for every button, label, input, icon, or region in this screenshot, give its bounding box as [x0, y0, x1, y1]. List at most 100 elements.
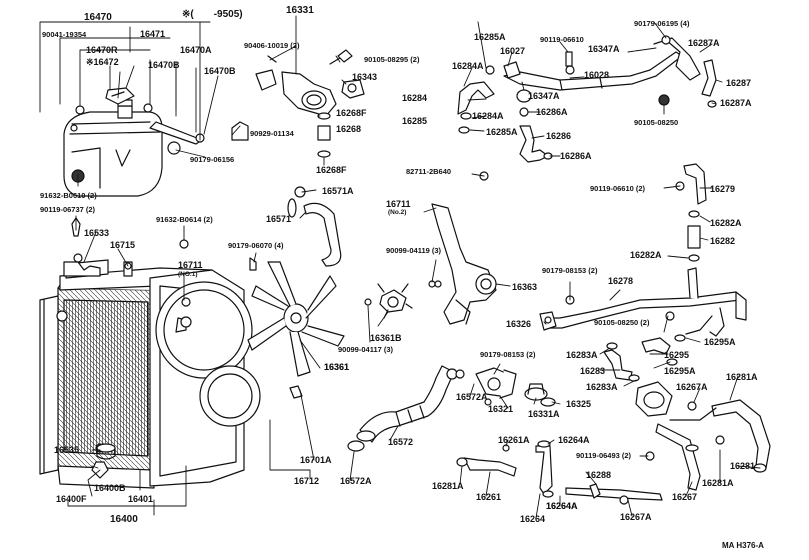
- part-number-label: 16287A: [688, 38, 720, 48]
- part-number-label: 16279: [710, 184, 735, 194]
- part-number-label: 91632-B0614 (2): [156, 215, 213, 224]
- heater-hoses-16281-16267: [655, 399, 771, 491]
- part-number-label: 16361B: [370, 333, 402, 343]
- part-number-label: 16711: [386, 199, 411, 209]
- part-number-label: 16284: [402, 93, 427, 103]
- part-number-label: 16295: [664, 350, 689, 360]
- doc-code-label: MA H376-A: [722, 541, 764, 550]
- part-number-label: 16712: [294, 476, 319, 486]
- part-number-label: 16282A: [630, 250, 662, 260]
- part-number-label: 16283: [580, 366, 605, 376]
- fan-clutch: [377, 283, 413, 319]
- part-number-label: 90099-04119 (3): [386, 246, 442, 255]
- part-number-label: 90179-06156: [190, 155, 234, 164]
- bypass-pipe: [503, 35, 717, 108]
- part-number-label: 16347A: [588, 44, 620, 54]
- part-number-label: 16287: [726, 78, 751, 88]
- part-number-label: 16285A: [486, 127, 518, 137]
- part-number-label: (No.2): [388, 209, 406, 216]
- fan-bracket-no2: [364, 171, 497, 325]
- part-number-label: 16268F: [336, 108, 367, 118]
- part-number-label: 16400B: [94, 483, 126, 493]
- part-number-label: 16288: [586, 470, 611, 480]
- part-number-label: 16470B: [148, 60, 180, 70]
- lower-radiator-hose: [347, 365, 458, 452]
- part-number-label: 16264A: [546, 501, 578, 511]
- water-inlet: [455, 367, 517, 406]
- part-number-label: 16278: [608, 276, 633, 286]
- part-number-label: 16571A: [322, 186, 354, 196]
- part-number-label: ※16472: [86, 57, 119, 67]
- leader-lines: [67, 15, 761, 519]
- reservoir-cap: [105, 87, 135, 105]
- note-label: ※( -9505): [182, 9, 243, 20]
- part-number-label: 16400: [110, 514, 138, 525]
- part-number-label: 16295A: [664, 366, 696, 376]
- part-number-label: 90119-06610 (2): [590, 184, 646, 193]
- part-number-label: 16284A: [472, 111, 504, 121]
- part-number-label: 16400F: [56, 494, 87, 504]
- part-number-label: 16363: [512, 282, 537, 292]
- part-number-label: 16281A: [726, 372, 758, 382]
- part-number-label: 16281: [730, 461, 755, 471]
- part-number-label: 16028: [584, 70, 609, 80]
- part-number-label: 16264A: [558, 435, 590, 445]
- part-number-label: 16321: [488, 404, 513, 414]
- part-number-label: 82711-2B640: [406, 167, 451, 176]
- part-number-label: 90119-06493 (2): [576, 451, 632, 460]
- part-number-label: 16701A: [300, 455, 332, 465]
- part-number-label: 16281A: [432, 481, 464, 491]
- part-number-label: 90105-08250: [634, 118, 678, 127]
- part-number-label: 16264A: [546, 501, 578, 511]
- part-number-label: 16264: [520, 514, 545, 524]
- part-number-label: 16470A: [180, 45, 212, 55]
- upper-radiator-hose: [287, 186, 342, 267]
- part-number-label: 16282: [710, 236, 735, 246]
- part-number-label: 90119-06737 (2): [40, 205, 96, 214]
- hoses-16261-16264: [456, 440, 554, 498]
- thermostat: [524, 383, 556, 407]
- part-number-label: 90105-08250 (2): [594, 318, 650, 327]
- part-number-label: 16343: [352, 72, 377, 82]
- part-number-label: 16268F: [316, 165, 347, 175]
- radiator-cap: [96, 443, 116, 460]
- part-number-label: 16283A: [586, 382, 618, 392]
- part-number-label: 90179-08153 (2): [542, 266, 598, 275]
- part-number-label: 90179-06070 (4): [228, 241, 284, 250]
- part-number-label: 16361: [324, 362, 349, 372]
- part-number-label: 16286A: [560, 151, 592, 161]
- part-number-label: 16267: [672, 492, 697, 502]
- part-number-label: 16533: [84, 228, 109, 238]
- part-number-label: 16471: [140, 29, 165, 39]
- heater-hoses-16279-16282: [675, 163, 707, 262]
- water-outlet: [255, 49, 365, 158]
- part-number-label: 90099-04117 (3): [338, 345, 394, 354]
- part-number-label: 16572: [388, 437, 413, 447]
- part-number-label: 90179-08153 (2): [480, 350, 536, 359]
- part-number-label: 16287A: [720, 98, 752, 108]
- part-number-label: 16715: [110, 240, 135, 250]
- part-number-label: 16284A: [452, 61, 484, 71]
- reservoir-bracket: [167, 121, 249, 155]
- part-number-label: 16027: [500, 46, 525, 56]
- part-number-label: 16470: [84, 12, 112, 23]
- part-number-label: 16572A: [340, 476, 372, 486]
- part-number-label: 16470B: [204, 66, 236, 76]
- part-number-label: 16361: [324, 362, 349, 372]
- cooling-fan: [247, 261, 345, 399]
- water-bypass-hoses: [457, 61, 553, 163]
- part-number-label: 90929-01134: [250, 129, 295, 138]
- part-number-label: 16711: [178, 260, 203, 270]
- part-number-label: (NO.1): [178, 271, 198, 278]
- part-number-label: 16347A: [528, 91, 560, 101]
- part-number-label: 90406-10019 (2): [244, 41, 300, 50]
- part-number-label: 16326: [506, 319, 531, 329]
- part-number-label: 16331: [286, 5, 314, 16]
- part-number-label: 16470R: [86, 45, 118, 55]
- part-number-label: 16572A: [456, 392, 488, 402]
- part-number-label: 90179-06195 (4): [634, 19, 690, 28]
- part-number-label: 16325: [566, 399, 591, 409]
